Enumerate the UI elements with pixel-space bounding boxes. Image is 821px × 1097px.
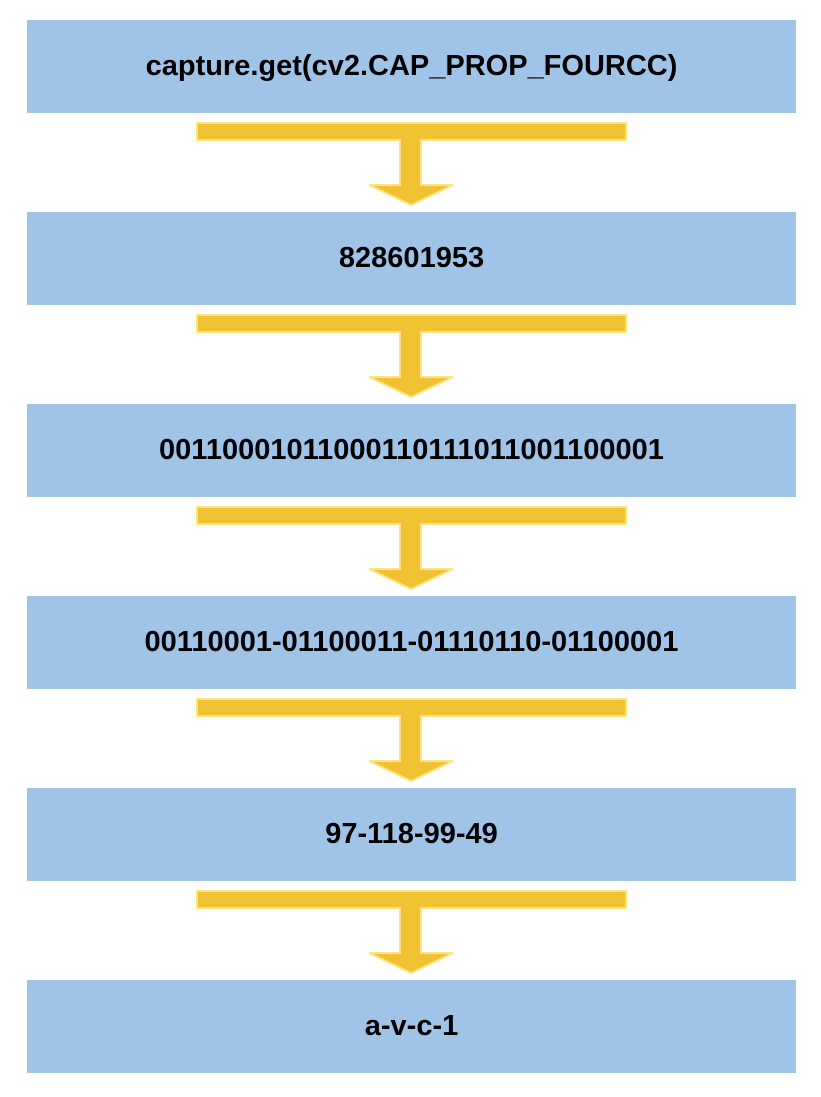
step-label: 97-118-99-49 bbox=[325, 818, 498, 850]
step-box-1: capture.get(cv2.CAP_PROP_FOURCC) bbox=[27, 20, 796, 113]
step-box-2: 828601953 bbox=[27, 212, 796, 305]
step-label: 00110001011000110111011001100001 bbox=[159, 434, 664, 466]
step-label: 00110001-01100011-01110110-01100001 bbox=[144, 626, 679, 658]
step-label: capture.get(cv2.CAP_PROP_FOURCC) bbox=[145, 50, 678, 82]
step-box-6: a-v-c-1 bbox=[27, 980, 796, 1073]
step-label: a-v-c-1 bbox=[364, 1010, 459, 1042]
step-label: 828601953 bbox=[338, 242, 485, 274]
down-arrow-icon bbox=[196, 698, 627, 782]
down-arrow-icon bbox=[196, 890, 627, 974]
down-arrow-icon bbox=[196, 506, 627, 590]
step-box-4: 00110001-01100011-01110110-01100001 bbox=[27, 596, 796, 689]
down-arrow-icon bbox=[196, 314, 627, 398]
step-box-3: 00110001011000110111011001100001 bbox=[27, 404, 796, 497]
step-box-5: 97-118-99-49 bbox=[27, 788, 796, 881]
down-arrow-icon bbox=[196, 122, 627, 206]
